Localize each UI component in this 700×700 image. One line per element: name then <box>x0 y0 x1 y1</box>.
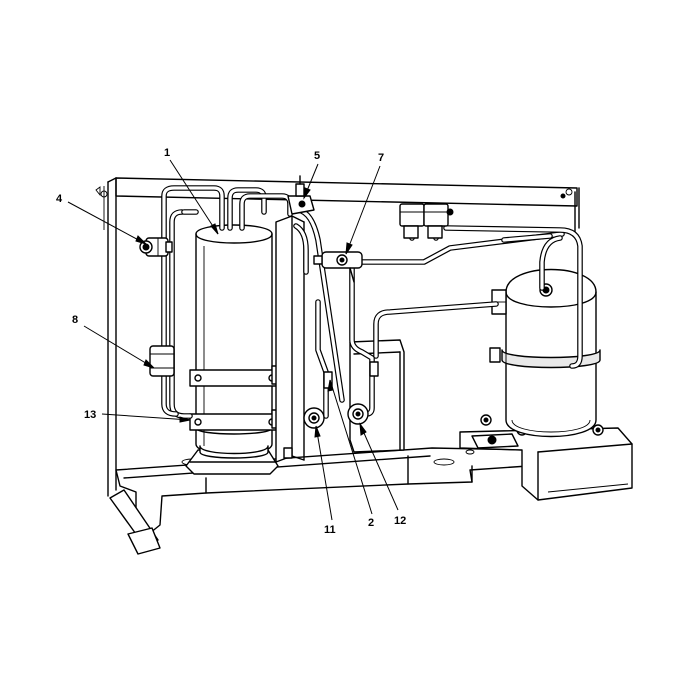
callout-label-2: 2 <box>368 517 374 529</box>
right-support-panel <box>349 339 405 453</box>
callout-label-12: 12 <box>394 515 406 527</box>
callout-label-5: 5 <box>314 150 320 162</box>
service-valve <box>139 237 173 257</box>
fitting-12 <box>347 403 369 425</box>
callout-label-8: 8 <box>72 314 78 326</box>
filter-drier <box>149 345 175 377</box>
pipe-fitting-2 <box>323 361 379 389</box>
center-support <box>275 215 305 463</box>
callout-13: 13 <box>84 409 191 423</box>
callout-1: 1 <box>164 147 219 235</box>
callout-4: 4 <box>56 193 147 245</box>
callout-label-13: 13 <box>84 409 96 421</box>
callout-label-11: 11 <box>324 524 336 536</box>
callout-label-4: 4 <box>56 193 63 205</box>
callout-11: 11 <box>314 425 336 536</box>
pressure-switch <box>287 175 315 215</box>
solenoid-valves <box>399 203 454 239</box>
callout-8: 8 <box>72 314 155 369</box>
compressor-base <box>459 414 633 501</box>
base-frame <box>109 447 529 555</box>
refrigerant-piping <box>161 185 583 419</box>
receiver-tank <box>185 224 283 475</box>
callout-2: 2 <box>327 379 374 529</box>
callout-12: 12 <box>359 422 406 527</box>
back-panel <box>95 177 580 497</box>
callout-7: 7 <box>345 152 384 255</box>
callouts: 1 2 4 5 7 8 11 <box>56 147 406 536</box>
callout-5: 5 <box>303 150 320 200</box>
fitting-11 <box>303 407 325 429</box>
callout-label-1: 1 <box>164 147 170 159</box>
sight-glass <box>313 251 363 283</box>
compressor <box>489 268 601 438</box>
callout-label-7: 7 <box>378 152 384 164</box>
